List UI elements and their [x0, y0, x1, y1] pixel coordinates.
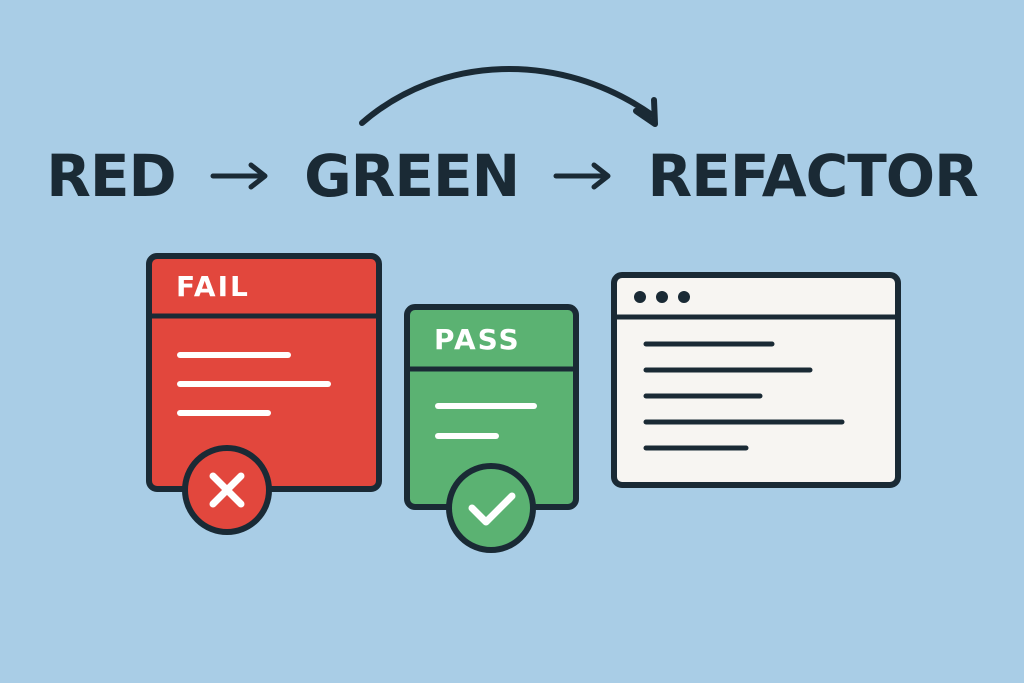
step-green: GREEN	[304, 141, 520, 210]
check-icon	[446, 463, 536, 553]
step-red: RED	[46, 141, 176, 210]
window-dot	[634, 291, 646, 303]
window-dot	[656, 291, 668, 303]
fail-label: FAIL	[176, 270, 250, 303]
window-dot	[678, 291, 690, 303]
right-arrow-icon	[553, 162, 611, 190]
page-title: RED GREEN REFACTOR	[0, 138, 1024, 210]
x-icon	[182, 445, 272, 535]
right-arrow-icon	[210, 162, 268, 190]
pass-label: PASS	[434, 323, 521, 356]
step-refactor: REFACTOR	[647, 141, 979, 210]
